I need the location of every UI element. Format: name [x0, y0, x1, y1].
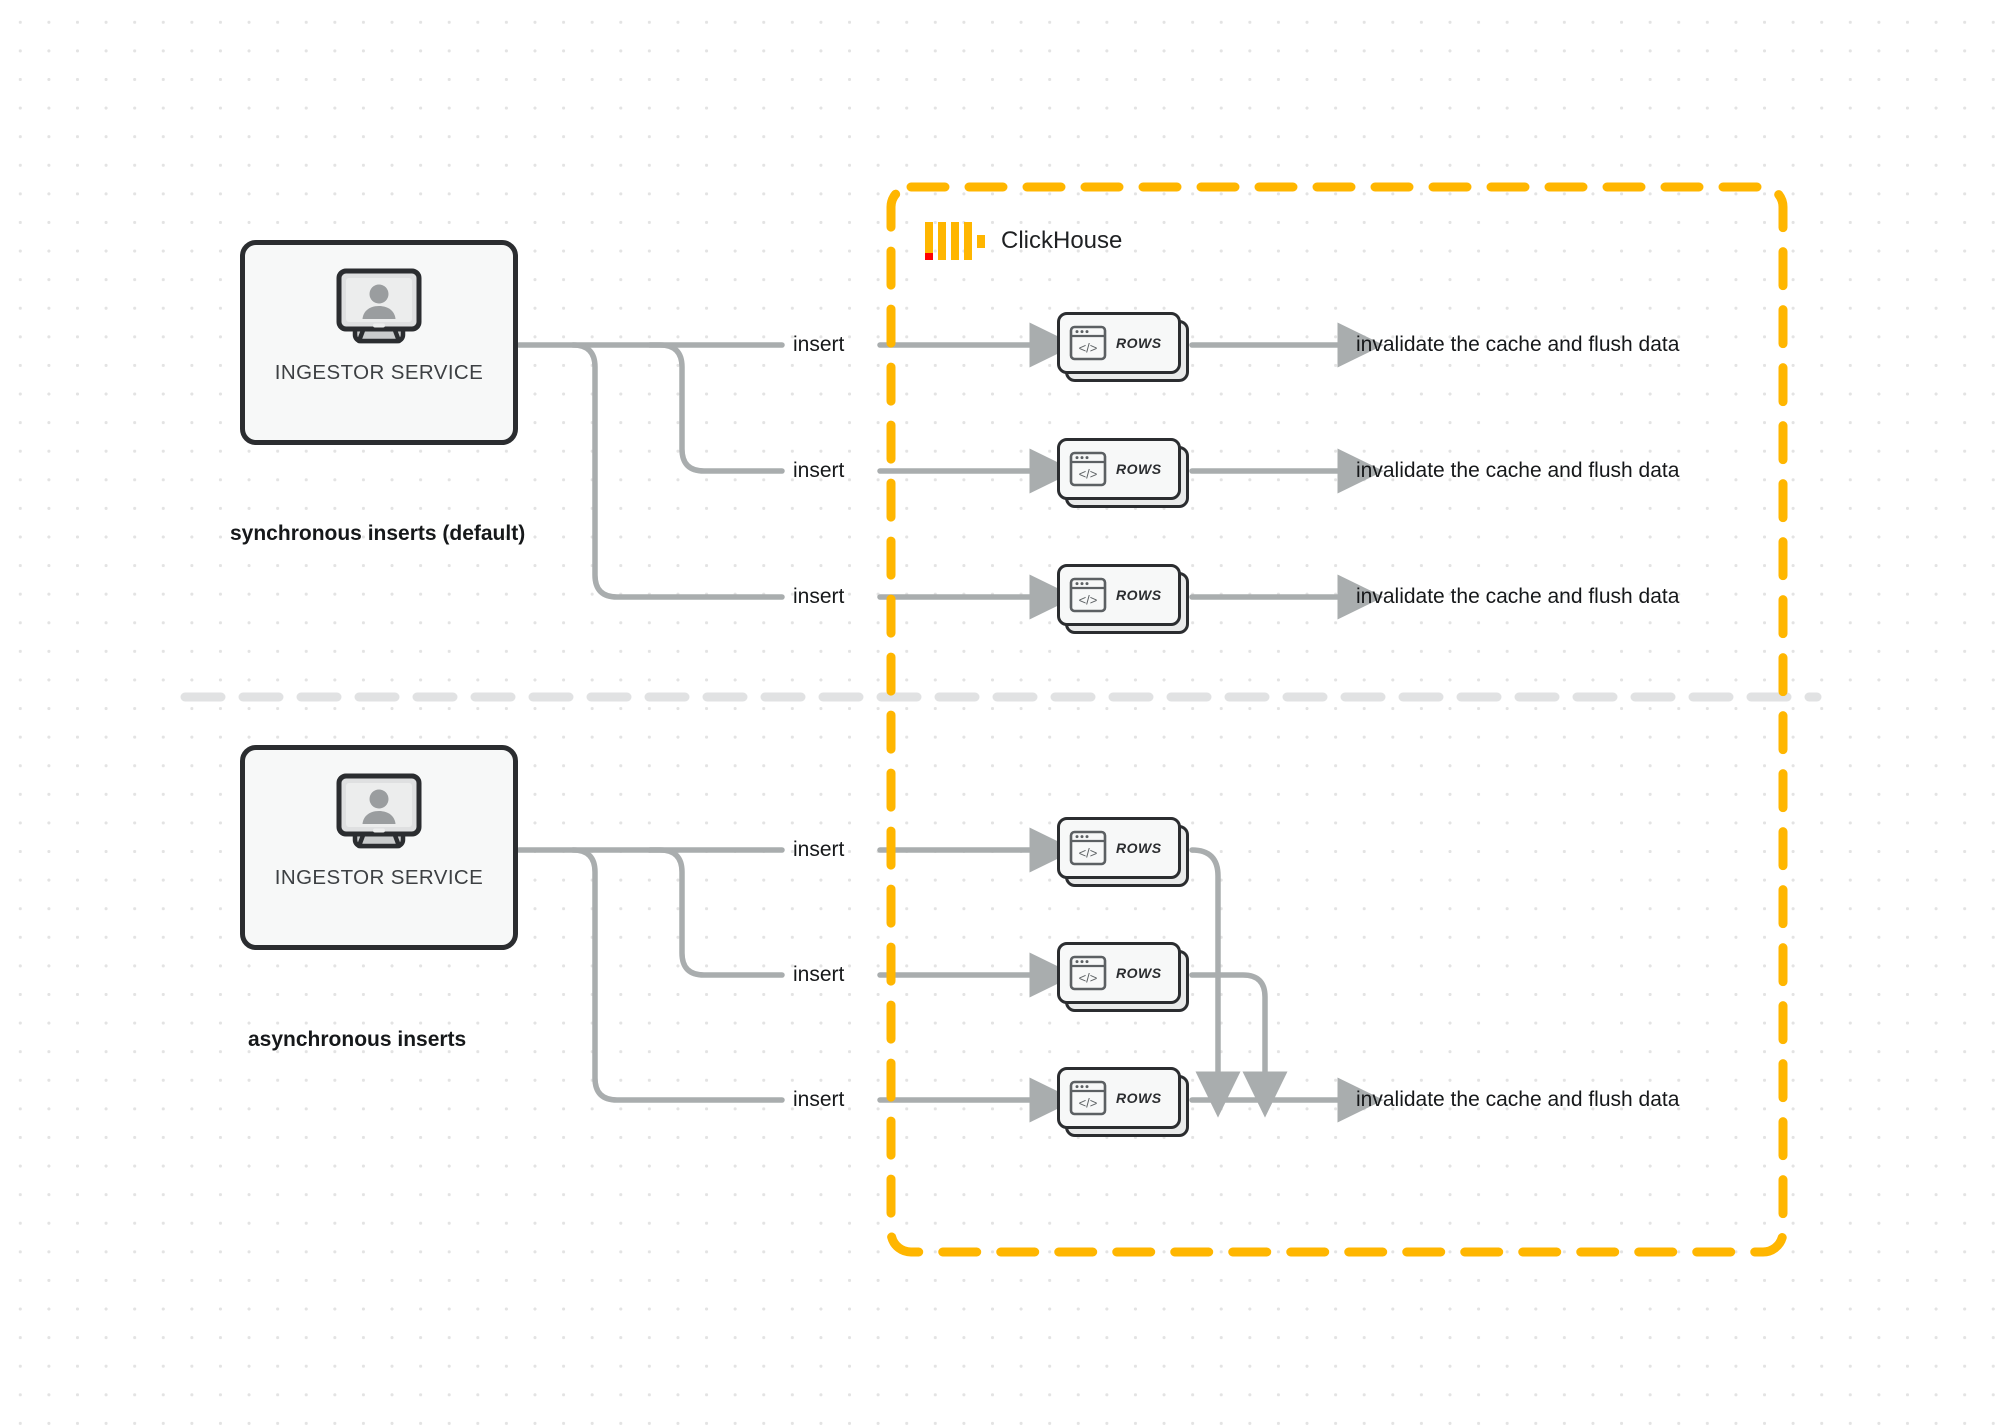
sync-result-label-1: invalidate the cache and flush data — [1356, 333, 1680, 356]
rows-card-front: </> ROWS — [1057, 438, 1181, 500]
rows-card-front: </> ROWS — [1057, 564, 1181, 626]
monitor-user-icon — [336, 773, 422, 849]
svg-text:</>: </> — [1079, 971, 1098, 986]
rows-card-front: </> ROWS — [1057, 942, 1181, 1004]
async-rows-node-3[interactable]: </> ROWS — [1057, 1067, 1189, 1137]
rows-card-front: </> ROWS — [1057, 817, 1181, 879]
sync-rows-node-2[interactable]: </> ROWS — [1057, 438, 1189, 508]
async-ingestor-service-label: INGESTOR SERVICE — [274, 866, 484, 889]
code-window-icon: </> — [1069, 577, 1107, 613]
sync-rows-node-1[interactable]: </> ROWS — [1057, 312, 1189, 382]
svg-text:</>: </> — [1079, 1096, 1098, 1111]
rows-node-label: ROWS — [1116, 587, 1162, 603]
monitor-user-icon — [336, 268, 422, 344]
sync-result-label-2: invalidate the cache and flush data — [1356, 459, 1680, 482]
clickhouse-header: ClickHouse — [925, 222, 1122, 260]
sync-rows-node-3[interactable]: </> ROWS — [1057, 564, 1189, 634]
async-ingestor-service-box[interactable]: INGESTOR SERVICE — [240, 745, 518, 950]
code-window-icon: </> — [1069, 451, 1107, 487]
rows-node-label: ROWS — [1116, 1090, 1162, 1106]
sync-section-title: synchronous inserts (default) — [230, 522, 526, 545]
async-rows-node-2[interactable]: </> ROWS — [1057, 942, 1189, 1012]
svg-text:</>: </> — [1079, 341, 1098, 356]
async-section-title: asynchronous inserts — [248, 1028, 467, 1051]
code-window-icon: </> — [1069, 955, 1107, 991]
sync-result-label-3: invalidate the cache and flush data — [1356, 585, 1680, 608]
sync-ingestor-service-box[interactable]: INGESTOR SERVICE — [240, 240, 518, 445]
rows-card-front: </> ROWS — [1057, 1067, 1181, 1129]
svg-text:</>: </> — [1079, 593, 1098, 608]
async-insert-label-2: insert — [793, 963, 845, 986]
rows-node-label: ROWS — [1116, 840, 1162, 856]
rows-card-front: </> ROWS — [1057, 312, 1181, 374]
code-window-icon: </> — [1069, 325, 1107, 361]
async-insert-label-1: insert — [793, 838, 845, 861]
clickhouse-name: ClickHouse — [1001, 227, 1123, 254]
rows-node-label: ROWS — [1116, 335, 1162, 351]
async-rows-node-1[interactable]: </> ROWS — [1057, 817, 1189, 887]
async-result-label: invalidate the cache and flush data — [1356, 1088, 1680, 1111]
code-window-icon: </> — [1069, 830, 1107, 866]
svg-text:</>: </> — [1079, 846, 1098, 861]
code-window-icon: </> — [1069, 1080, 1107, 1116]
rows-node-label: ROWS — [1116, 965, 1162, 981]
rows-node-label: ROWS — [1116, 461, 1162, 477]
sync-insert-label-2: insert — [793, 459, 845, 482]
clickhouse-logo — [925, 222, 985, 260]
async-insert-label-3: insert — [793, 1088, 845, 1111]
sync-insert-label-3: insert — [793, 585, 845, 608]
sync-ingestor-service-label: INGESTOR SERVICE — [274, 361, 484, 384]
svg-text:</>: </> — [1079, 467, 1098, 482]
sync-insert-label-1: insert — [793, 333, 845, 356]
